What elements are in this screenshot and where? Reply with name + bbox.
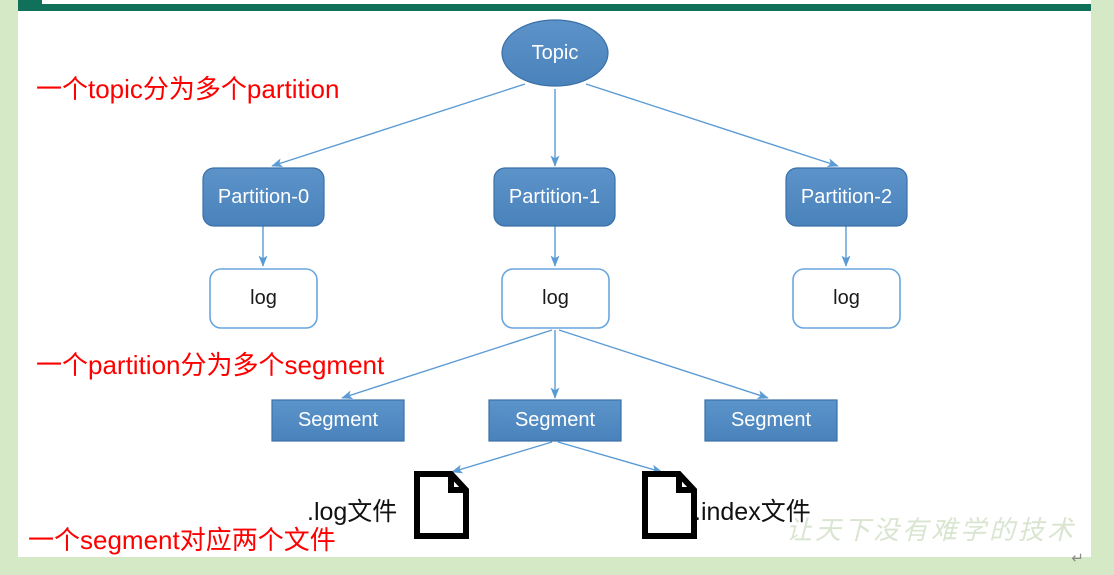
edge-topic-partition-0	[271, 83, 526, 168]
node-partition-1[interactable]	[493, 167, 616, 227]
node-partition-2[interactable]	[785, 167, 908, 227]
paragraph-return-mark: ↵	[1071, 549, 1084, 567]
edge-group-segment-to-files	[451, 441, 663, 474]
node-partition-0[interactable]	[202, 167, 325, 227]
node-segment-2[interactable]	[704, 399, 838, 442]
edge-group-topic-to-partitions	[271, 83, 839, 168]
file-caption-log: .log文件	[307, 498, 398, 526]
file-caption-index: .index文件	[694, 498, 811, 526]
edge-group-partitions-to-logs	[258, 226, 851, 267]
top-accent-bar	[18, 4, 1091, 11]
node-log-0[interactable]	[209, 268, 318, 329]
edge-topic-partition-2	[585, 83, 839, 168]
edge-log-1-segment-2	[558, 329, 769, 400]
node-segment-0[interactable]	[271, 399, 405, 442]
annotation-partition-segment: 一个partition分为多个segment	[36, 350, 385, 380]
edge-segment-1-file-index	[557, 441, 663, 474]
node-log-1[interactable]	[501, 268, 610, 329]
node-log-2[interactable]	[792, 268, 901, 329]
edge-group-log-to-segments	[341, 329, 769, 400]
watermark-text: 让天下没有难学的技术	[785, 516, 1076, 545]
top-accent-tab	[18, 0, 42, 6]
annotation-segment-files: 一个segment对应两个文件	[28, 525, 336, 555]
edge-log-1-segment-0	[341, 329, 553, 400]
node-segment-1[interactable]	[488, 399, 622, 442]
node-topic[interactable]	[501, 19, 609, 87]
edge-segment-1-file-log	[451, 441, 553, 474]
document-icon-log[interactable]	[414, 471, 469, 539]
annotation-topic-partition: 一个topic分为多个partition	[36, 74, 340, 104]
document-icon-index[interactable]	[642, 471, 697, 539]
